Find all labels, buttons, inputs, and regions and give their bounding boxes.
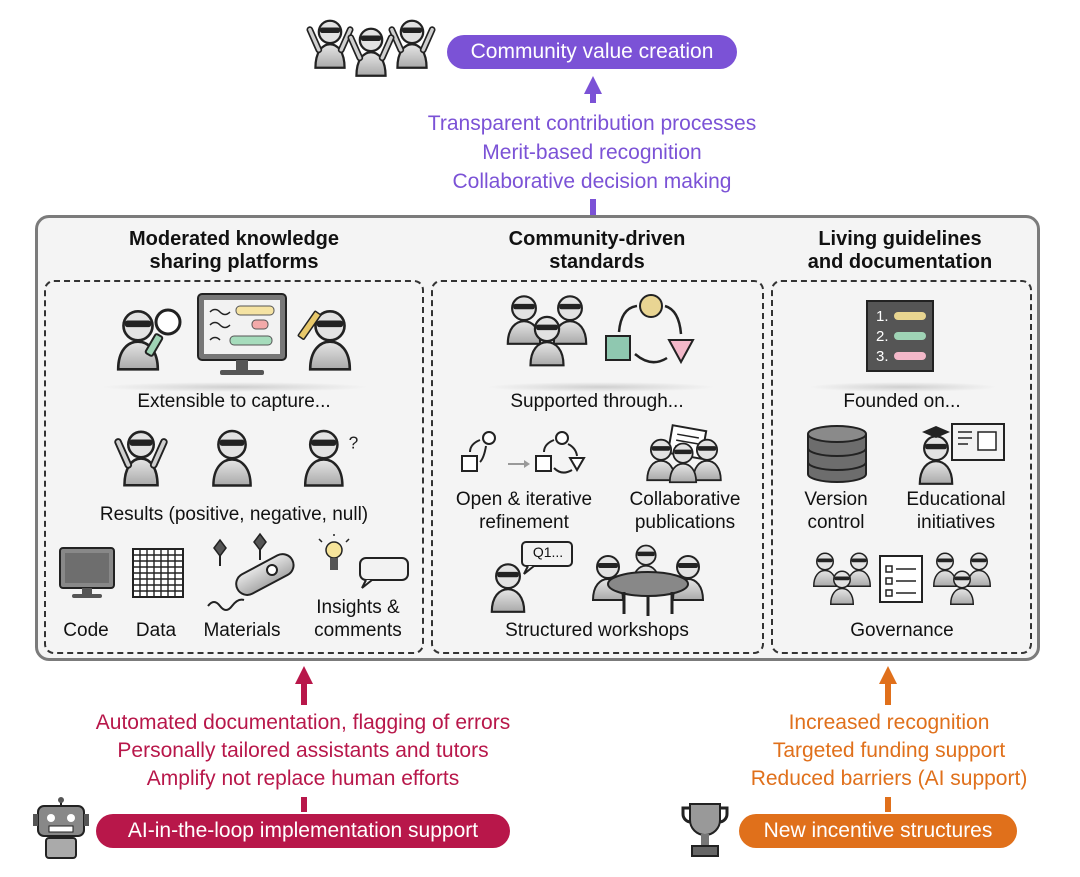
founded-label: Founded on...	[843, 391, 961, 412]
materials-label: Materials	[203, 620, 281, 641]
middle-panel	[431, 280, 764, 654]
positive-result-icon	[113, 424, 169, 488]
researcher-pencil-icon	[297, 309, 352, 371]
open-refinement-label-1: Open & iterative	[455, 489, 593, 510]
workshop-bubble-text: Q1...	[532, 544, 564, 560]
left-panel	[44, 280, 424, 654]
collab-pub-label-2: publications	[634, 512, 736, 533]
database-icon	[807, 425, 867, 483]
group-people-icon	[506, 295, 588, 367]
middle-heading-2: standards	[549, 251, 645, 273]
workshop-table-icon	[592, 544, 704, 616]
code-label: Code	[63, 620, 109, 641]
list-number-2: 2.	[876, 328, 889, 345]
list-number-1: 1.	[876, 308, 889, 325]
svg-text:?: ?	[349, 432, 359, 452]
results-label: Results (positive, negative, null)	[99, 504, 369, 525]
version-control-label-2: control	[807, 512, 865, 533]
ai-point-1: Automated documentation, flagging of err…	[95, 711, 511, 734]
refinement-icon	[461, 431, 586, 474]
incentive-point-2: Targeted funding support	[772, 739, 1006, 762]
top-point-2: Merit-based recognition	[482, 141, 702, 164]
null-result-icon: ?	[303, 429, 359, 487]
incentive-point-1: Increased recognition	[788, 711, 990, 734]
code-monitor-icon	[59, 547, 115, 598]
incentive-title: New incentive structures	[739, 814, 1017, 848]
cheering-people-icon	[305, 14, 440, 76]
educational-label-2: initiatives	[916, 512, 996, 533]
middle-heading-1: Community-driven	[508, 228, 686, 250]
governance-icon	[812, 552, 992, 606]
negative-result-icon	[212, 429, 252, 487]
right-heading-2: and documentation	[807, 251, 993, 273]
collab-pub-label-1: Collaborative	[629, 489, 741, 510]
main-framework-box	[35, 215, 1040, 661]
iteration-cycle-icon	[605, 294, 695, 365]
right-heading-1: Living guidelines	[818, 228, 982, 250]
data-label: Data	[135, 620, 177, 641]
insights-label-1: Insights &	[316, 597, 400, 618]
workshops-label: Structured workshops	[505, 620, 689, 641]
incentive-point-3: Reduced barriers (AI support)	[750, 767, 1028, 790]
top-point-3: Collaborative decision making	[452, 170, 732, 193]
workshop-question-icon	[490, 541, 573, 613]
supported-label: Supported through...	[510, 391, 684, 412]
insights-label-2: comments	[314, 620, 402, 641]
right-panel	[771, 280, 1032, 654]
list-number-3: 3.	[876, 348, 889, 365]
top-point-1: Transparent contribution processes	[427, 112, 757, 135]
open-refinement-label-2: refinement	[479, 512, 569, 533]
governance-label: Governance	[850, 620, 954, 641]
left-heading-2: sharing platforms	[149, 251, 319, 273]
materials-icon	[207, 532, 295, 611]
educator-icon	[918, 423, 1005, 485]
computer-screen-icon	[197, 293, 287, 375]
data-table-icon	[132, 548, 184, 598]
capture-label: Extensible to capture...	[137, 391, 331, 412]
left-heading-1: Moderated knowledge	[128, 228, 340, 250]
ai-point-2: Personally tailored assistants and tutor…	[117, 739, 489, 762]
ai-point-3: Amplify not replace human efforts	[146, 767, 460, 790]
insight-bulb-icon	[318, 534, 409, 589]
ai-loop-title: AI-in-the-loop implementation support	[96, 814, 510, 848]
trophy-icon	[681, 803, 729, 857]
version-control-label-1: Version	[804, 489, 868, 510]
community-value-title: Community value creation	[447, 35, 737, 69]
publication-group-icon	[646, 424, 722, 484]
numbered-list-icon	[866, 300, 934, 372]
robot-icon	[33, 797, 89, 859]
researcher-magnifier-icon	[116, 308, 182, 371]
educational-label-1: Educational	[906, 489, 1006, 510]
